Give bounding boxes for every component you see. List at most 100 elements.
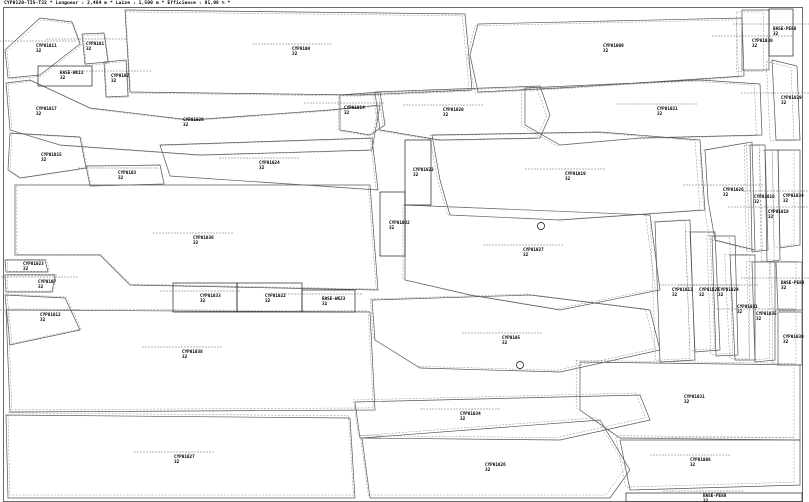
piece-size: 32	[603, 48, 609, 54]
seam-line	[467, 19, 739, 94]
piece-size: 32	[413, 172, 419, 178]
seam-line	[7, 412, 354, 496]
piece-name: CYP01014	[344, 105, 365, 111]
piece-name: CYP01019	[565, 171, 586, 177]
piece-size: 32	[443, 112, 449, 118]
piece-size: 32	[259, 165, 265, 171]
pattern-piece-outline	[374, 85, 551, 141]
piece-name: CYP01036	[193, 235, 214, 241]
piece-name: CYP01031	[684, 394, 705, 400]
piece-name: CYP01025	[699, 287, 720, 293]
piece-name: CYP01023	[23, 261, 44, 267]
pattern-piece-outline	[4, 294, 81, 346]
piece-name: CYP01027	[523, 247, 544, 253]
seam-line	[759, 150, 775, 262]
seam-line	[125, 11, 470, 97]
piece-size: 32	[183, 122, 189, 128]
seam-line	[6, 259, 50, 272]
rectangular-piece	[404, 139, 432, 206]
seam-line	[104, 61, 129, 99]
piece-name: CYP01011	[36, 43, 57, 49]
piece-size: 32	[502, 340, 508, 346]
piece-size: 32	[460, 416, 466, 422]
pattern-piece-outline	[469, 17, 745, 93]
piece-size: 32	[111, 78, 117, 84]
piece-size: 32	[41, 157, 47, 163]
piece-name: CYP01030	[783, 334, 804, 340]
pattern-piece-outline	[704, 141, 756, 251]
seam-line	[6, 19, 82, 80]
piece-size: 32	[36, 48, 42, 54]
piece-name: CYP01026	[485, 462, 506, 468]
piece-name: CYP0107	[38, 279, 57, 285]
piece-name: BASE-PE88	[703, 493, 727, 499]
piece-name: CYP01035	[756, 311, 777, 317]
piece-size: 32	[699, 292, 705, 298]
seam-line	[160, 138, 377, 191]
piece-size: 32	[389, 225, 395, 231]
seam-line	[615, 437, 795, 488]
piece-size: 32	[773, 31, 779, 37]
piece-name: CYP0102	[111, 73, 130, 79]
pattern-piece-outline	[124, 9, 473, 96]
rectangular-piece	[301, 289, 356, 313]
seam-line	[353, 392, 646, 438]
pattern-piece-outline	[14, 184, 379, 291]
seam-line	[86, 165, 165, 187]
pattern-piece-outline	[361, 419, 631, 499]
piece-name: CYP0101	[86, 41, 105, 47]
pattern-piece-outline	[81, 32, 109, 65]
piece-size: 32	[200, 298, 206, 304]
seam-line	[7, 80, 379, 156]
seam-line	[370, 293, 656, 371]
pattern-piece-outline	[654, 219, 696, 363]
piece-name: CYP01027	[174, 454, 195, 460]
piece-size: 32	[754, 199, 760, 205]
seam-line	[9, 133, 88, 179]
seam-line	[6, 293, 82, 344]
pattern-piece-outline	[354, 394, 651, 441]
pattern-piece-outline	[5, 79, 381, 156]
rectangular-piece	[625, 492, 803, 502]
seam-line	[402, 204, 656, 310]
piece-name: BASE-WK13	[60, 70, 84, 76]
pattern-piece-outline	[741, 9, 770, 71]
piece-name: CYP01022	[265, 293, 286, 299]
piece-name: CYP0105	[502, 335, 521, 341]
piece-size: 32	[672, 292, 678, 298]
seam-line	[771, 150, 795, 248]
piece-size: 32	[182, 354, 188, 360]
seam-line	[6, 274, 57, 292]
pattern-piece-outline	[5, 414, 356, 499]
seam-line	[372, 86, 547, 141]
piece-size: 32	[60, 75, 66, 81]
pattern-piece-outline	[339, 91, 386, 136]
pattern-piece-outline	[777, 149, 801, 249]
pattern-piece-outline	[775, 261, 803, 311]
piece-name: CYP01018	[768, 209, 789, 215]
pattern-piece-outline	[749, 144, 769, 253]
piece-name: CYP01033	[200, 293, 221, 299]
piece-name: CYP01034	[460, 411, 481, 417]
piece-size: 32	[118, 175, 124, 181]
pattern-piece-outline	[7, 132, 87, 179]
piece-size: 32	[723, 192, 729, 198]
piece-name: CYP01031	[737, 304, 758, 310]
piece-name: CYP01022	[413, 167, 434, 173]
